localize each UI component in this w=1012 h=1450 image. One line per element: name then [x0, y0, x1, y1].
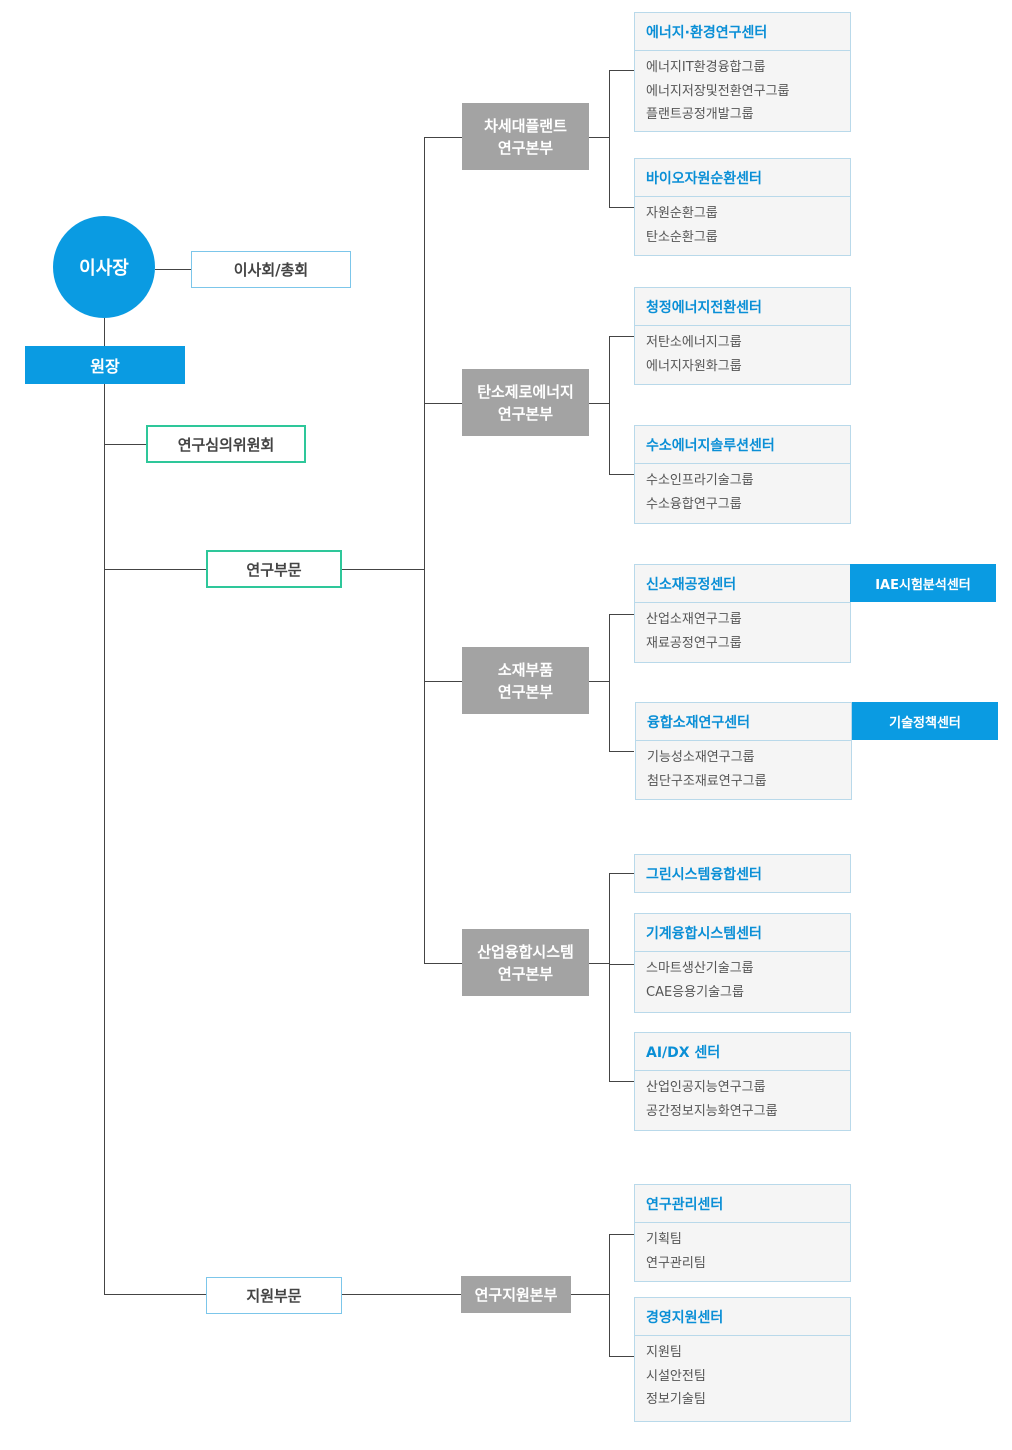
hq-label-line1: 소재부품	[497, 660, 554, 679]
center-mechanical-system[interactable]: 기계융합시스템센터 스마트생산기술그룹 CAE응용기술그룹	[634, 913, 851, 1013]
group-item: 기능성소재연구그룹	[647, 750, 755, 765]
hq1-c2-line	[609, 207, 634, 208]
hq-label-line2: 연구본부	[497, 682, 554, 701]
hq1-c1-line	[609, 70, 634, 71]
hq-materials-parts[interactable]: 소재부품 연구본부	[462, 647, 589, 714]
group-item: CAE응용기술그룹	[646, 984, 744, 1000]
group-item: 탄소순환그룹	[646, 229, 718, 245]
group-item: 스마트생산기술그룹	[646, 961, 754, 976]
center-title: 바이오자원순환센터	[635, 159, 850, 197]
group-item: 공간정보지능화연구그룹	[646, 1103, 778, 1119]
center-title: 수소에너지솔루션센터	[635, 426, 850, 464]
side-center-tech-policy[interactable]: 기술정책센터	[852, 702, 998, 740]
group-item: 자원순환그룹	[646, 206, 718, 221]
hq-next-gen-plant[interactable]: 차세대플랜트 연구본부	[462, 103, 589, 170]
hq2-c2-line	[609, 474, 634, 475]
council-line	[104, 444, 147, 445]
center-title: 청정에너지전환센터	[635, 288, 850, 326]
hq5-c1-line	[609, 1234, 634, 1235]
hq4-vertical	[609, 873, 610, 1082]
group-item: 첨단구조재료연구그룹	[647, 773, 767, 789]
hq3-c2-line	[609, 751, 634, 752]
group-item: 수소인프라기술그룹	[646, 473, 754, 488]
group-item: 지원팀	[646, 1345, 682, 1360]
hq3-vertical	[609, 614, 610, 752]
center-convergence-materials[interactable]: 융합소재연구센터 기능성소재연구그룹 첨단구조재료연구그룹	[635, 702, 852, 800]
hq4-c2-line	[609, 964, 634, 965]
hq5-c2-line	[609, 1356, 634, 1357]
support-division-line	[104, 1294, 207, 1295]
group-item: 산업소재연구그룹	[646, 612, 742, 627]
center-clean-energy[interactable]: 청정에너지전환센터 저탄소에너지그룹 에너지자원화그룹	[634, 287, 851, 385]
hq-trunk-vertical	[424, 137, 425, 964]
director-node[interactable]: 원장	[25, 346, 185, 384]
hq-label-line1: 산업융합시스템	[477, 942, 574, 961]
research-trunk-line	[341, 569, 424, 570]
center-title: AI/DX 센터	[635, 1033, 850, 1071]
center-title: 에너지·환경연구센터	[635, 13, 850, 51]
hq-label-line1: 연구지원본부	[474, 1285, 558, 1304]
center-energy-environment[interactable]: 에너지·환경연구센터 에너지IT환경융합그룹 에너지저장및전환연구그룹 플랜트공…	[634, 12, 851, 132]
hq1-vertical	[609, 70, 610, 208]
chairman-board-line	[155, 269, 191, 270]
hq4-c3-line	[609, 1081, 634, 1082]
hq2-c1-line	[609, 336, 634, 337]
hq5-branch	[570, 1294, 609, 1295]
center-title: 그린시스템융합센터	[646, 866, 762, 883]
center-title: 기계융합시스템센터	[635, 914, 850, 952]
center-ai-dx[interactable]: AI/DX 센터 산업인공지능연구그룹 공간정보지능화연구그룹	[634, 1032, 851, 1131]
board-node[interactable]: 이사회/총회	[191, 251, 351, 288]
hq-label-line1: 탄소제로에너지	[477, 382, 574, 401]
center-title: 연구관리센터	[635, 1185, 850, 1223]
chairman-node[interactable]: 이사장	[53, 216, 155, 318]
group-item: 저탄소에너지그룹	[646, 335, 742, 350]
hq-label-line2: 연구본부	[497, 404, 554, 423]
group-item: 에너지자원화그룹	[646, 358, 742, 374]
center-green-system[interactable]: 그린시스템융합센터	[634, 854, 851, 893]
center-new-materials[interactable]: 신소재공정센터 산업소재연구그룹 재료공정연구그룹	[634, 564, 851, 663]
hq5-vertical	[609, 1234, 610, 1357]
group-item: 정보기술팀	[646, 1392, 706, 1407]
hq1-line	[424, 137, 462, 138]
group-item: 에너지IT환경융합그룹	[646, 60, 766, 75]
hq3-line	[424, 681, 462, 682]
hq-label-line2: 연구본부	[497, 138, 554, 157]
hq4-c1-line	[609, 873, 634, 874]
side-center-test-analysis[interactable]: IAE시험분석센터	[850, 564, 996, 602]
group-item: 시설안전팀	[646, 1368, 706, 1384]
research-division-line	[104, 569, 207, 570]
center-title: 신소재공정센터	[635, 565, 850, 603]
group-item: 수소융합연구그룹	[646, 496, 742, 512]
support-division-node[interactable]: 지원부문	[206, 1277, 342, 1314]
center-bio-resource[interactable]: 바이오자원순환센터 자원순환그룹 탄소순환그룹	[634, 158, 851, 256]
hq2-line	[424, 403, 462, 404]
group-item: 기획팀	[646, 1232, 682, 1247]
group-item: 에너지저장및전환연구그룹	[646, 83, 790, 99]
hq-industrial-convergence[interactable]: 산업융합시스템 연구본부	[462, 929, 589, 996]
spine-line	[104, 318, 105, 1295]
center-research-management[interactable]: 연구관리센터 기획팀 연구관리팀	[634, 1184, 851, 1282]
group-item: 산업인공지능연구그룹	[646, 1080, 766, 1095]
hq1-branch	[589, 137, 609, 138]
center-title: 융합소재연구센터	[636, 703, 851, 741]
hq-label-line1: 차세대플랜트	[484, 116, 567, 135]
hq3-c1-line	[609, 614, 634, 615]
hq-label-line2: 연구본부	[497, 964, 554, 983]
research-council-node[interactable]: 연구심의위원회	[146, 425, 306, 463]
group-item: 플랜트공정개발그룹	[646, 107, 754, 122]
hq3-branch	[589, 681, 609, 682]
hq2-vertical	[609, 336, 610, 475]
center-title: 경영지원센터	[635, 1298, 850, 1336]
research-division-node[interactable]: 연구부문	[206, 550, 342, 588]
center-hydrogen[interactable]: 수소에너지솔루션센터 수소인프라기술그룹 수소융합연구그룹	[634, 425, 851, 524]
hq2-branch	[589, 403, 609, 404]
hq-research-support[interactable]: 연구지원본부	[461, 1276, 571, 1313]
hq-carbon-zero-energy[interactable]: 탄소제로에너지 연구본부	[462, 369, 589, 436]
group-item: 연구관리팀	[646, 1255, 706, 1271]
center-management-support[interactable]: 경영지원센터 지원팀 시설안전팀 정보기술팀	[634, 1297, 851, 1422]
hq4-line	[424, 963, 462, 964]
support-trunk-line	[341, 1294, 461, 1295]
group-item: 재료공정연구그룹	[646, 635, 742, 651]
hq4-branch	[589, 963, 609, 964]
